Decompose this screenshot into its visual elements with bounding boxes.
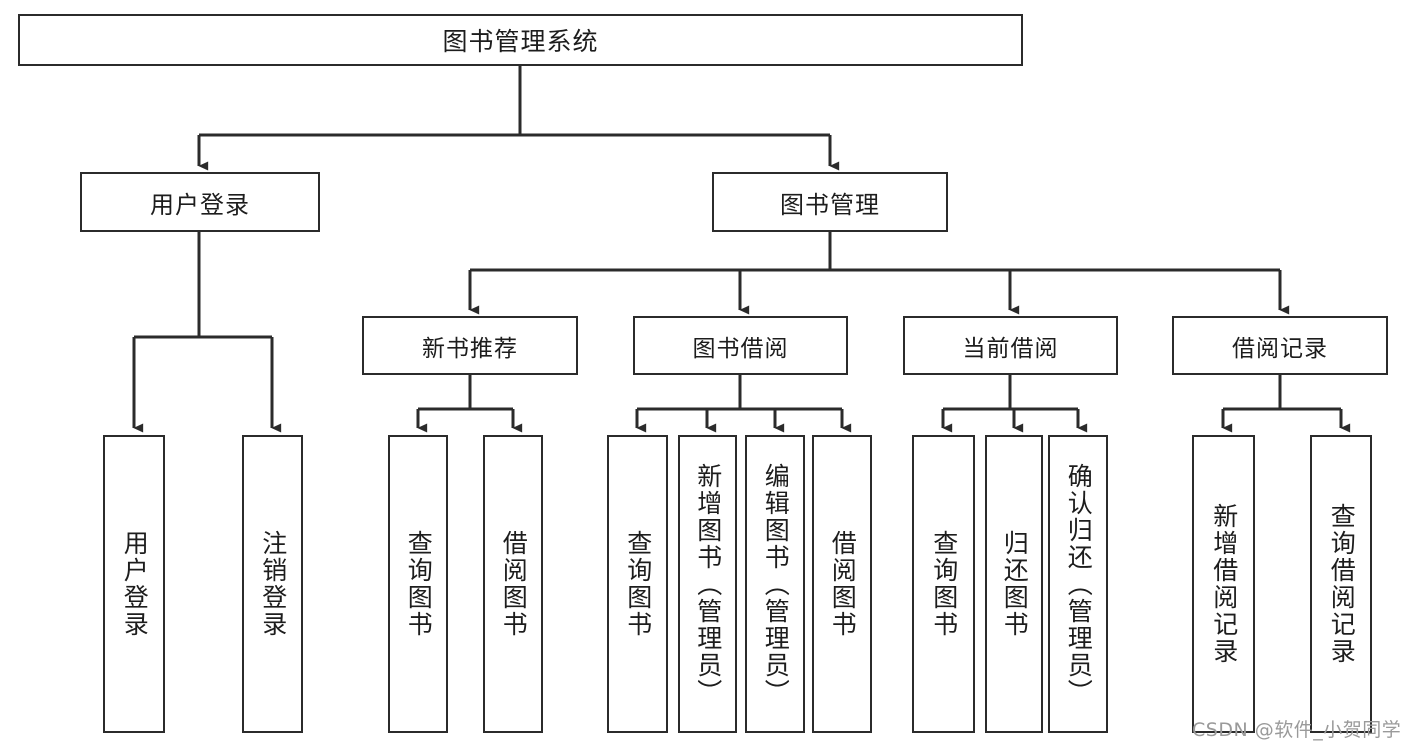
node-root-label: 图书管理系统 bbox=[442, 27, 599, 56]
leaf-edit-book-admin[interactable]: 编辑图书（管理员） bbox=[745, 435, 805, 733]
node-new-book-recommend[interactable]: 新书推荐 bbox=[362, 316, 578, 375]
node-book-management-label: 图书管理 bbox=[780, 190, 880, 219]
leaf-user-login[interactable]: 用户登录 bbox=[103, 435, 165, 733]
leaf-logout-label: 注销登录 bbox=[258, 530, 288, 638]
leaf-query-book-current-label: 查询图书 bbox=[929, 530, 959, 638]
node-current-borrow[interactable]: 当前借阅 bbox=[903, 316, 1118, 375]
leaf-add-book-admin-label: 新增图书（管理员） bbox=[693, 462, 723, 706]
leaf-logout[interactable]: 注销登录 bbox=[242, 435, 303, 733]
leaf-return-book[interactable]: 归还图书 bbox=[985, 435, 1043, 733]
node-root[interactable]: 图书管理系统 bbox=[18, 14, 1023, 66]
leaf-borrow-book-recommend-label: 借阅图书 bbox=[499, 530, 529, 638]
watermark-text: CSDN @软件_小贺同学 bbox=[1192, 719, 1402, 741]
leaf-query-book-current[interactable]: 查询图书 bbox=[912, 435, 975, 733]
node-new-book-recommend-label: 新书推荐 bbox=[422, 335, 518, 362]
leaf-query-book-recommend[interactable]: 查询图书 bbox=[388, 435, 448, 733]
leaf-query-borrow-record[interactable]: 查询借阅记录 bbox=[1310, 435, 1372, 733]
leaf-query-book-recommend-label: 查询图书 bbox=[404, 530, 434, 638]
leaf-return-book-label: 归还图书 bbox=[1000, 530, 1030, 638]
node-user-login-label: 用户登录 bbox=[150, 190, 250, 219]
watermark: CSDN @软件_小贺同学 bbox=[1192, 715, 1401, 742]
leaf-query-borrow-record-label: 查询借阅记录 bbox=[1327, 503, 1357, 665]
leaf-user-login-label: 用户登录 bbox=[120, 530, 150, 638]
leaf-borrow-book[interactable]: 借阅图书 bbox=[812, 435, 872, 733]
node-book-borrow-label: 图书借阅 bbox=[692, 335, 789, 362]
leaf-confirm-return-admin[interactable]: 确认归还（管理员） bbox=[1048, 435, 1108, 733]
node-book-management[interactable]: 图书管理 bbox=[712, 172, 948, 232]
node-borrow-record[interactable]: 借阅记录 bbox=[1172, 316, 1388, 375]
leaf-add-borrow-record[interactable]: 新增借阅记录 bbox=[1192, 435, 1255, 733]
leaf-borrow-book-label: 借阅图书 bbox=[828, 530, 858, 638]
leaf-add-borrow-record-label: 新增借阅记录 bbox=[1209, 503, 1239, 665]
node-book-borrow[interactable]: 图书借阅 bbox=[633, 316, 848, 375]
node-borrow-record-label: 借阅记录 bbox=[1232, 335, 1328, 362]
leaf-confirm-return-admin-label: 确认归还（管理员） bbox=[1064, 462, 1094, 706]
node-current-borrow-label: 当前借阅 bbox=[962, 335, 1059, 362]
leaf-add-book-admin[interactable]: 新增图书（管理员） bbox=[678, 435, 737, 733]
leaf-query-book-borrow-label: 查询图书 bbox=[623, 530, 653, 638]
node-user-login[interactable]: 用户登录 bbox=[80, 172, 320, 232]
leaf-edit-book-admin-label: 编辑图书（管理员） bbox=[761, 462, 791, 706]
leaf-borrow-book-recommend[interactable]: 借阅图书 bbox=[483, 435, 543, 733]
leaf-query-book-borrow[interactable]: 查询图书 bbox=[607, 435, 668, 733]
